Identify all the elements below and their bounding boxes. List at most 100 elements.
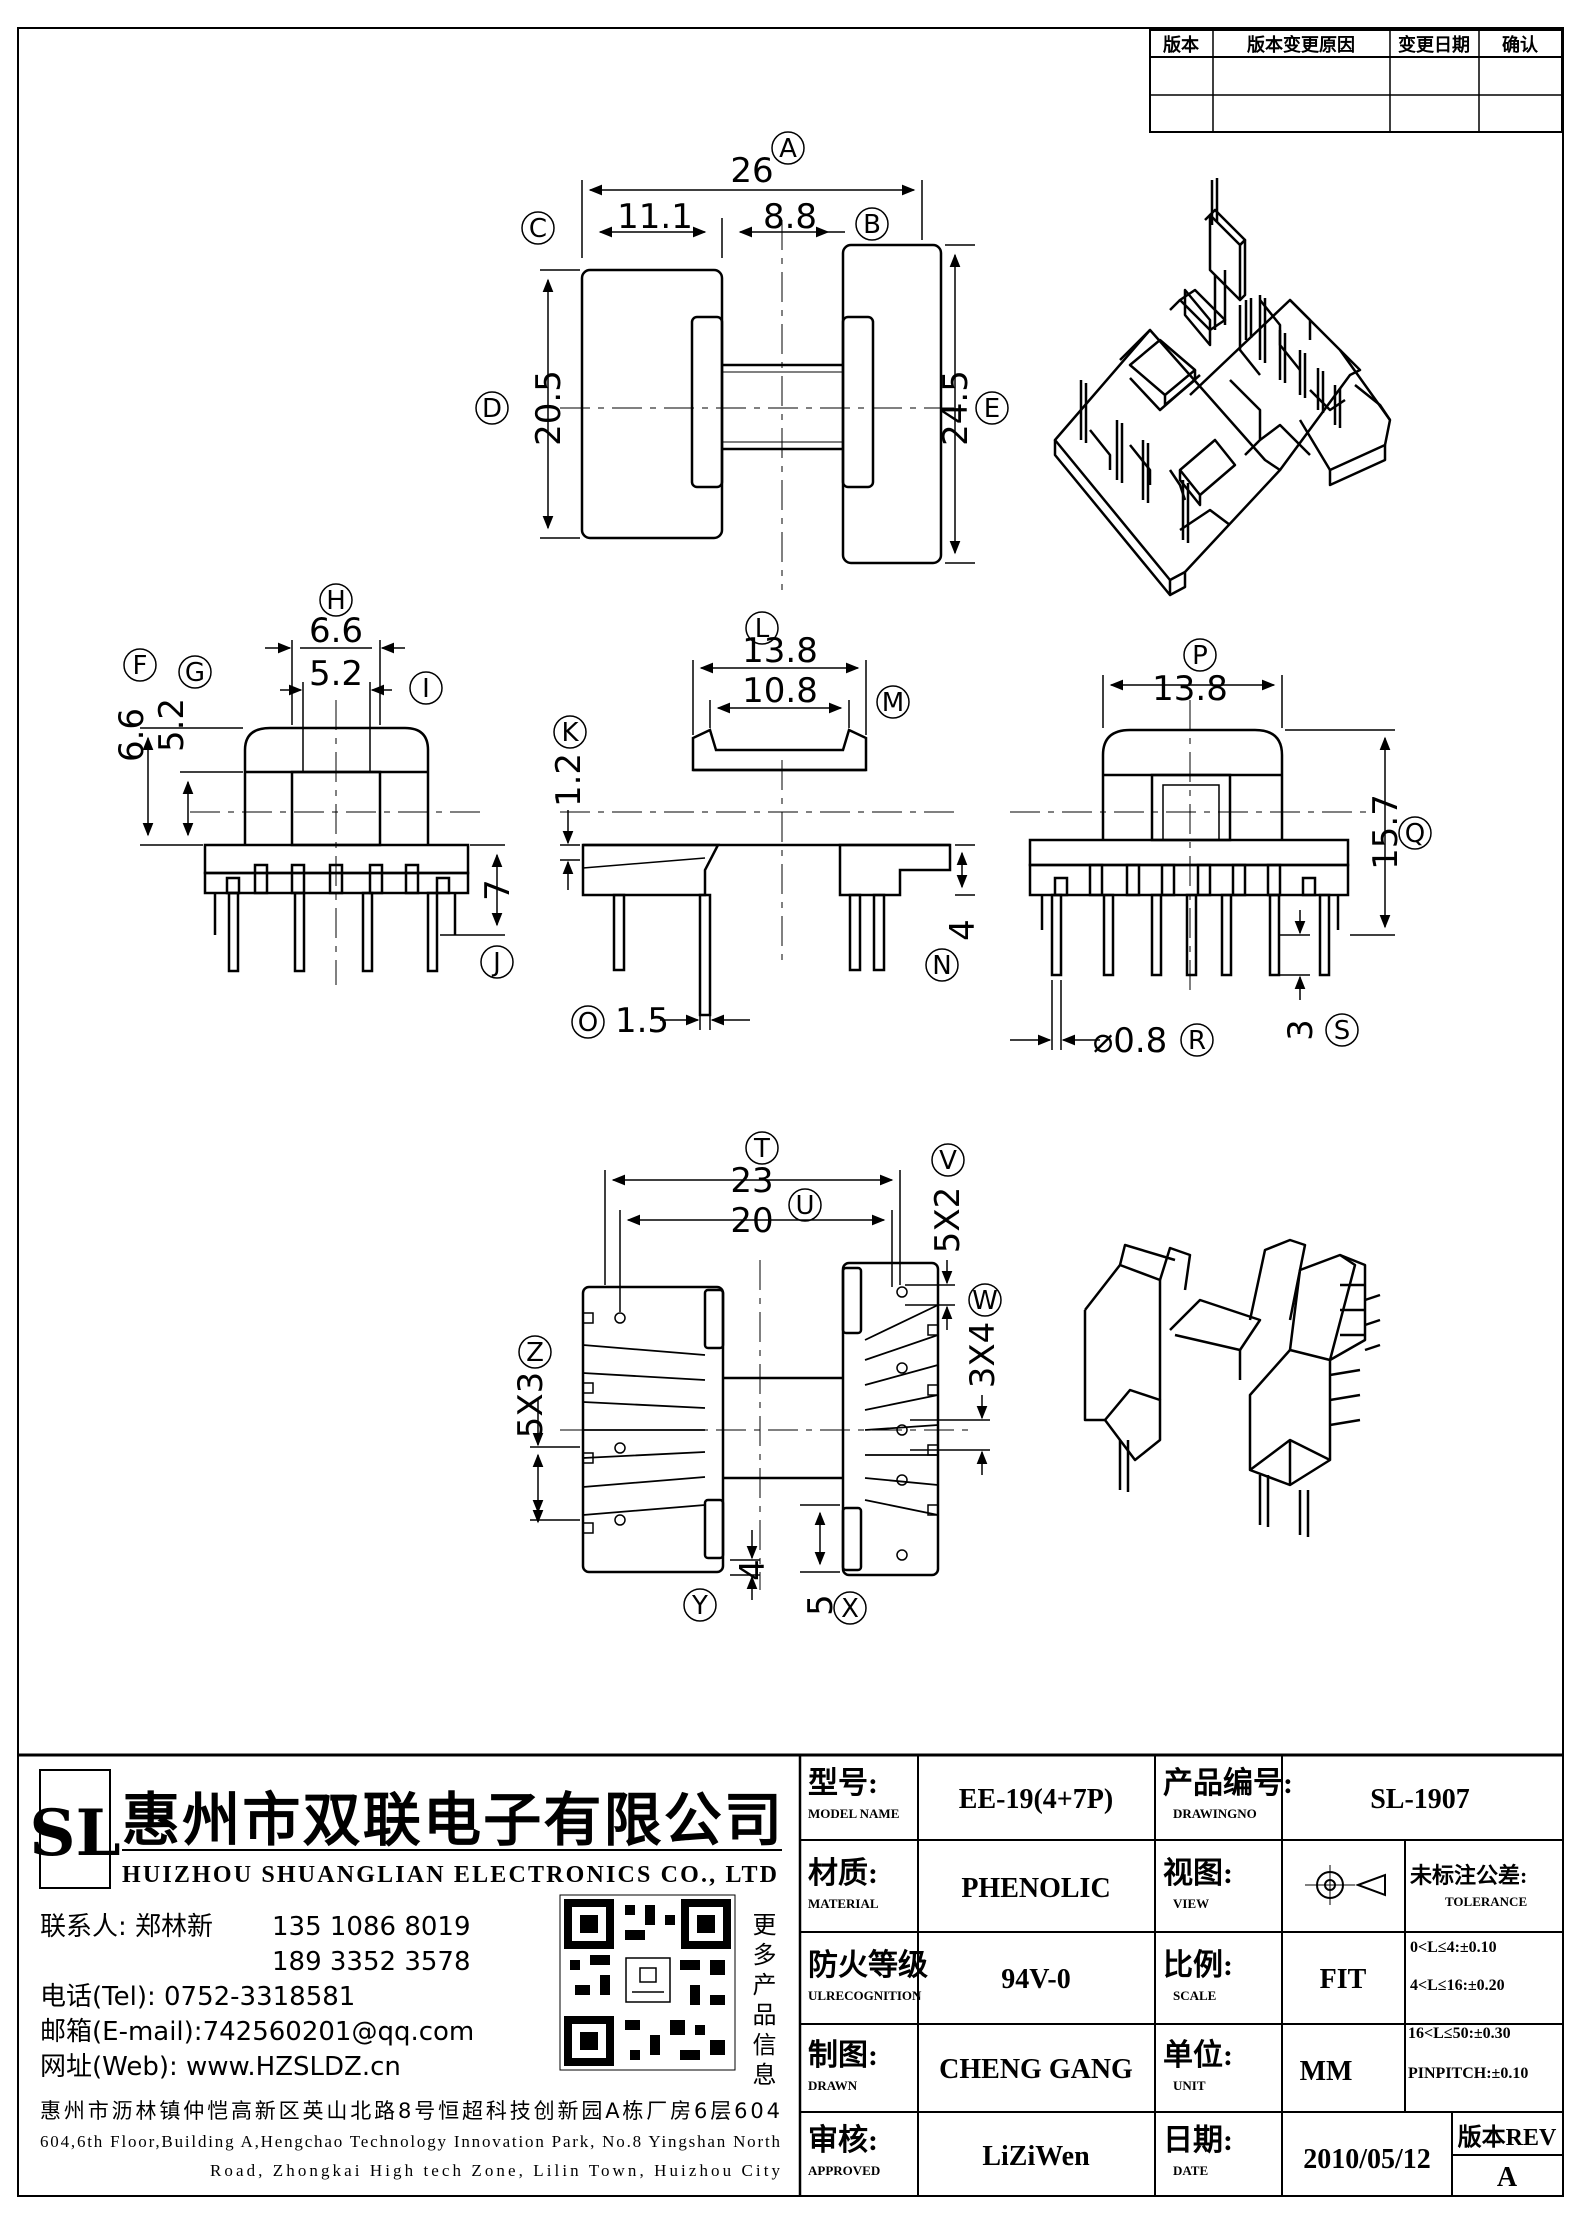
rev-label: 版本REV [1458,2124,1557,2151]
label-Z: Z [526,1338,544,1368]
dim-6-6-side: 6.6 [112,708,152,762]
tolerance-label-en: TOLERANCE [1445,1894,1527,1909]
dim-20-5: 20.5 [529,370,569,446]
rev-header-version: 版本 [1163,34,1199,56]
dim-8-8: 8.8 [763,197,817,237]
drawing-no-label-en: DRAWINGNO [1173,1806,1257,1821]
address-en-line2: Road, Zhongkai High tech Zone, Lilin Tow… [210,2161,780,2180]
approved-value: LiZiWen [982,2141,1090,2172]
bottom-view-dimensions [530,1170,990,1600]
isometric-view-2 [1083,1238,1381,1537]
scale-label: 比例: [1163,1949,1233,1982]
drawing-no-label: 产品编号: [1163,1766,1293,1800]
title-block [18,1753,1563,2196]
front-view-dimensions [140,640,505,936]
label-U: U [795,1191,814,1221]
front-view [190,700,480,985]
label-E: E [984,394,1000,424]
section-view-dimensions [560,660,975,1030]
top-view-labels: A 26 C 11.1 8.8 B D 20.5 24.5 E [475,131,1009,446]
tolerance-2: 4<L≤16:±0.20 [1410,1977,1505,1994]
projection-symbol-icon [1305,1865,1386,1905]
date-label-en: DATE [1173,2163,1208,2178]
model-label: 型号: [808,1767,878,1800]
address-en-line1: 604,6th Floor,Building A,Hengchao Techno… [40,2132,781,2151]
drawn-label: 制图: [808,2039,878,2072]
dim-13-8-P: 13.8 [1152,669,1228,709]
qr-side-text: 更多产品信息 [748,1912,776,2092]
dim-15-7: 15.7 [1366,794,1406,870]
dim-1-2: 1.2 [549,753,589,807]
unit-value: MM [1300,2056,1353,2087]
rev-header-confirm: 确认 [1502,34,1539,56]
right-view [1010,700,1370,990]
label-P: P [1192,641,1208,671]
dim-4: 4 [943,919,983,941]
date-value: 2010/05/12 [1303,2144,1431,2175]
label-W: W [972,1286,998,1316]
dim-4-bottom: 4 [733,1559,773,1581]
label-C: C [529,214,547,244]
label-F: F [133,651,148,681]
company-logo: SL [29,1769,121,1889]
dim-5x3: 5X3 [511,1372,551,1439]
isometric-view-1 [1053,178,1392,597]
phone-1: 135 1086 8019 [272,1912,471,1942]
label-V: V [939,1146,957,1176]
dim-10-8: 10.8 [742,671,818,711]
view-label-en: VIEW [1173,1896,1209,1911]
dim-13-8-L: 13.8 [742,631,818,671]
right-view-labels: P 13.8 15.7 Q ⌀0.8 R 3 S [1093,638,1432,1061]
top-view-dimensions [540,180,975,564]
website: 网址(Web): www.HZSLDZ.cn [40,2052,401,2082]
tolerance-1: 0<L≤4:±0.10 [1410,1939,1497,1956]
dim-0-8: ⌀0.8 [1093,1021,1168,1061]
dim-3x4: 3X4 [963,1322,1003,1389]
svg-text:SL: SL [29,1796,120,1871]
dim-11-1: 11.1 [617,197,693,237]
material-label-en: MATERIAL [808,1896,879,1911]
dim-20: 20 [730,1201,773,1241]
label-T: T [753,1134,770,1164]
section-view-labels: L 13.8 10.8 M K 1.2 4 N O 1.5 [549,611,983,1041]
tolerance-label: 未标注公差: [1410,1863,1527,1888]
phone-2: 189 3352 3578 [272,1947,471,1977]
view-label: 视图: [1163,1857,1233,1890]
label-I: I [422,674,430,704]
company-name-cn: 惠州市双联电子有限公司 [122,1786,782,1854]
label-Y: Y [691,1591,708,1621]
label-O: O [578,1008,598,1038]
drawn-value: CHENG GANG [939,2054,1133,2085]
approved-label-en: APPROVED [808,2163,880,2178]
company-name-en: HUIZHOU SHUANGLIAN ELECTRONICS CO., LTD [122,1862,777,1888]
dim-24-5: 24.5 [936,370,976,446]
label-L: L [755,614,770,644]
address-cn: 惠州市沥林镇仲恺高新区英山北路8号恒超科技创新园A栋厂房6层604 [40,2099,780,2123]
drawing-no-value: SL-1907 [1370,1784,1470,1815]
rev-value: A [1497,2162,1518,2193]
label-G: G [185,658,205,688]
date-label: 日期: [1163,2124,1233,2157]
tolerance-4: PINPITCH:±0.10 [1408,2065,1528,2082]
label-H: H [326,586,346,616]
bottom-view-labels: T 23 20 U V 5X2 W 3X4 Z 5X3 4 Y 5 X [511,1131,1003,1625]
label-K: K [561,718,579,748]
label-R: R [1188,1026,1206,1056]
flame-value: 94V-0 [1001,1964,1070,1995]
material-label: 材质: [808,1857,878,1890]
dim-5-2-front: 5.2 [309,654,363,694]
sheet-border [17,27,1564,2197]
model-value: EE-19(4+7P) [959,1784,1113,1815]
bottom-view [560,1260,970,1590]
dim-7: 7 [478,879,518,901]
tolerance-3: 16<L≤50:±0.30 [1408,2025,1511,2042]
unit-label-en: UNIT [1173,2078,1206,2093]
drawn-label-en: DRAWN [808,2078,858,2093]
dim-6-6-front: 6.6 [309,611,363,651]
dim-23: 23 [730,1161,773,1201]
label-X: X [841,1594,859,1624]
rev-header-reason: 版本变更原因 [1247,34,1355,56]
top-view [560,220,960,590]
right-view-dimensions [1010,675,1395,1050]
